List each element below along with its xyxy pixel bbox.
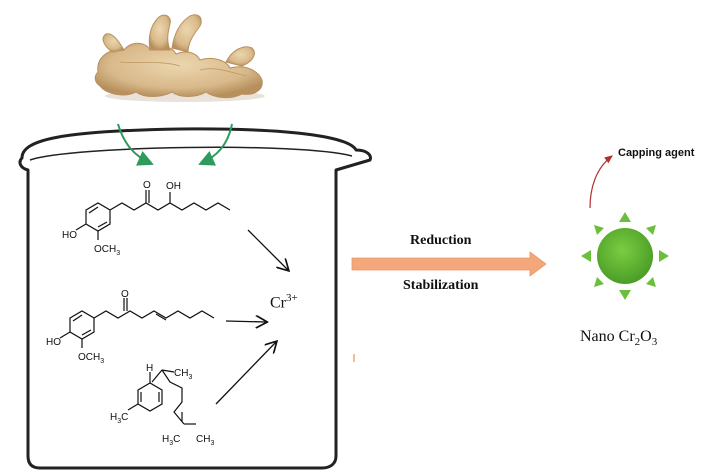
arrow-shogaol-to-cr	[225, 321, 266, 322]
stabilization-label: Stabilization	[403, 278, 479, 293]
shogaol-ho-label: HO	[46, 337, 61, 348]
arrow-gingerol-to-cr	[247, 229, 288, 270]
green-arrow-right	[198, 123, 233, 166]
zingiberene-h3c-left-label: H3C	[110, 412, 128, 425]
beaker	[18, 127, 372, 470]
gingerol-ho-label: HO	[62, 230, 77, 241]
chromium-ion-label: Cr3+	[270, 292, 298, 312]
nano-oxygen: O	[640, 328, 652, 345]
arrow-zingiberene-to-cr	[215, 342, 276, 405]
gingerol-och3-label: OCH3	[94, 244, 120, 257]
molecule-gingerol	[75, 190, 231, 240]
zingiberene-h3c-bottom-label: H3C	[162, 434, 180, 447]
reduction-label: Reduction	[410, 233, 472, 248]
capping-agent-arrow	[589, 155, 613, 209]
nano-subscript-2: 2	[634, 336, 641, 349]
process-arrow	[351, 251, 547, 277]
chromium-ion-symbol: Cr	[270, 294, 286, 312]
ginger-root-image	[94, 14, 265, 102]
green-arrow-left	[117, 123, 154, 166]
shogaol-och3-label: OCH3	[78, 352, 104, 365]
zingiberene-ch3-top-label: CH3	[174, 368, 192, 381]
nano-subscript-3: 3	[651, 336, 658, 349]
shogaol-ketone-label: O	[121, 289, 129, 300]
molecule-zingiberene	[127, 369, 196, 425]
nano-prefix: Nano Cr	[580, 328, 635, 345]
capping-agent-label: Capping agent	[618, 147, 695, 159]
zingiberene-ch3-right-label: CH3	[196, 434, 214, 447]
gingerol-ketone-label: O	[143, 180, 151, 191]
chromium-ion-charge: 3+	[286, 292, 298, 304]
gingerol-oh-label: OH	[166, 181, 181, 192]
nano-cr2o3-label: Nano Cr2O3	[580, 328, 657, 348]
nanoparticle-icon	[581, 212, 669, 300]
molecule-shogaol	[59, 298, 215, 348]
zingiberene-h-label: H	[146, 363, 153, 374]
